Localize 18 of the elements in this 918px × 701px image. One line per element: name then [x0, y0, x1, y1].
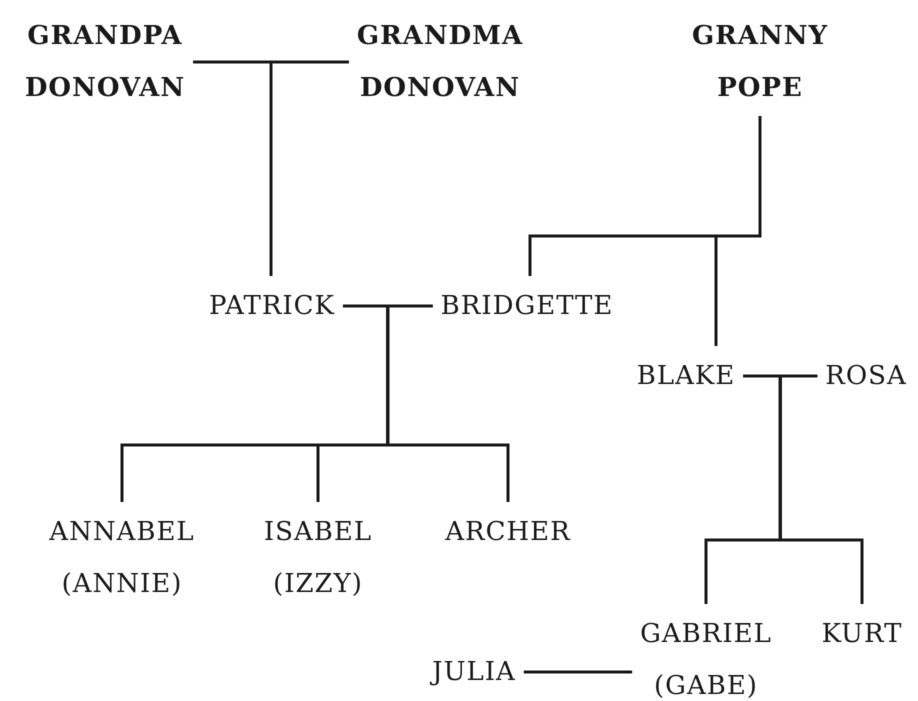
family-line	[714, 116, 762, 346]
person-name: GRANNY POPE	[692, 10, 828, 114]
person-name: ANNABEL (ANNIE)	[49, 506, 195, 610]
person-name: ARCHER	[445, 506, 571, 558]
family-line	[386, 304, 510, 502]
family-line	[270, 60, 349, 276]
person-name: GABRIEL (GABE)	[640, 608, 772, 701]
person-name: KURT	[822, 608, 902, 660]
person-name: JULIA	[432, 646, 516, 698]
family-line	[524, 670, 632, 674]
family-line	[778, 374, 864, 604]
person-name: GRANDPA DONOVAN	[24, 10, 186, 114]
person-name: GRANDMA DONOVAN	[356, 10, 524, 114]
person-name: PATRICK	[209, 280, 335, 332]
person-name: ROSA	[825, 350, 907, 402]
person-name: ISABEL (IZZY)	[264, 506, 372, 610]
person-name: BLAKE	[636, 350, 736, 402]
person-name: BRIDGETTE	[440, 280, 614, 332]
